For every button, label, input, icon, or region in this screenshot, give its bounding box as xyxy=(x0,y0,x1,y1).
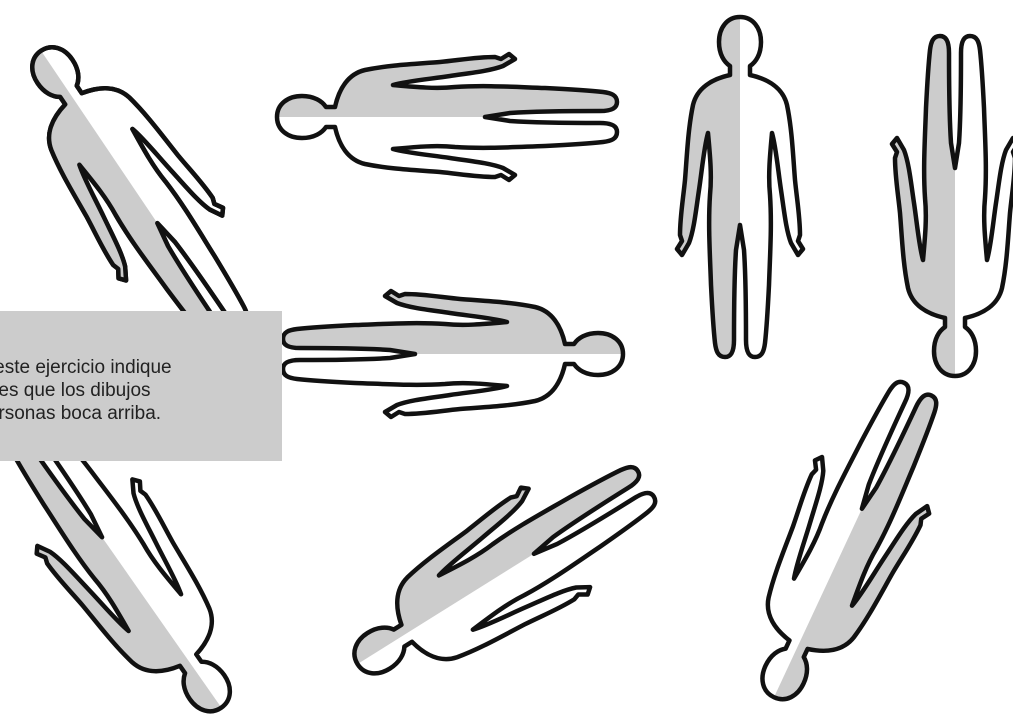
caption-line-1: er este ejercicio indique xyxy=(0,357,172,378)
figure-4 xyxy=(892,36,1013,376)
figure-5 xyxy=(283,291,623,417)
figure-7 xyxy=(324,430,679,717)
caption-line-2: antes que los dibujos xyxy=(0,380,151,401)
caption-box: er este ejercicio indique antes que los … xyxy=(0,311,282,461)
figure-3 xyxy=(677,17,803,357)
caption-line-3: personas boca arriba. xyxy=(0,403,161,424)
figure-8 xyxy=(717,362,975,721)
caption-text: er este ejercicio indique antes que los … xyxy=(0,356,282,425)
figure-2 xyxy=(277,54,617,180)
